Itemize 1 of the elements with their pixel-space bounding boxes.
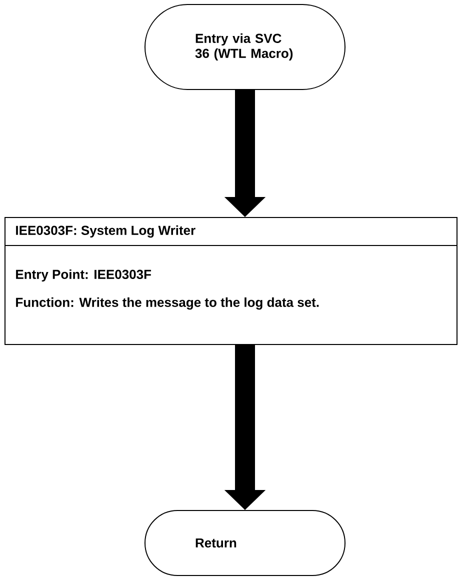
process-box: IEE0303F: System Log Writer Entry Point: IEE0303F Function: Writes the message to the log data set. <box>4 217 458 345</box>
